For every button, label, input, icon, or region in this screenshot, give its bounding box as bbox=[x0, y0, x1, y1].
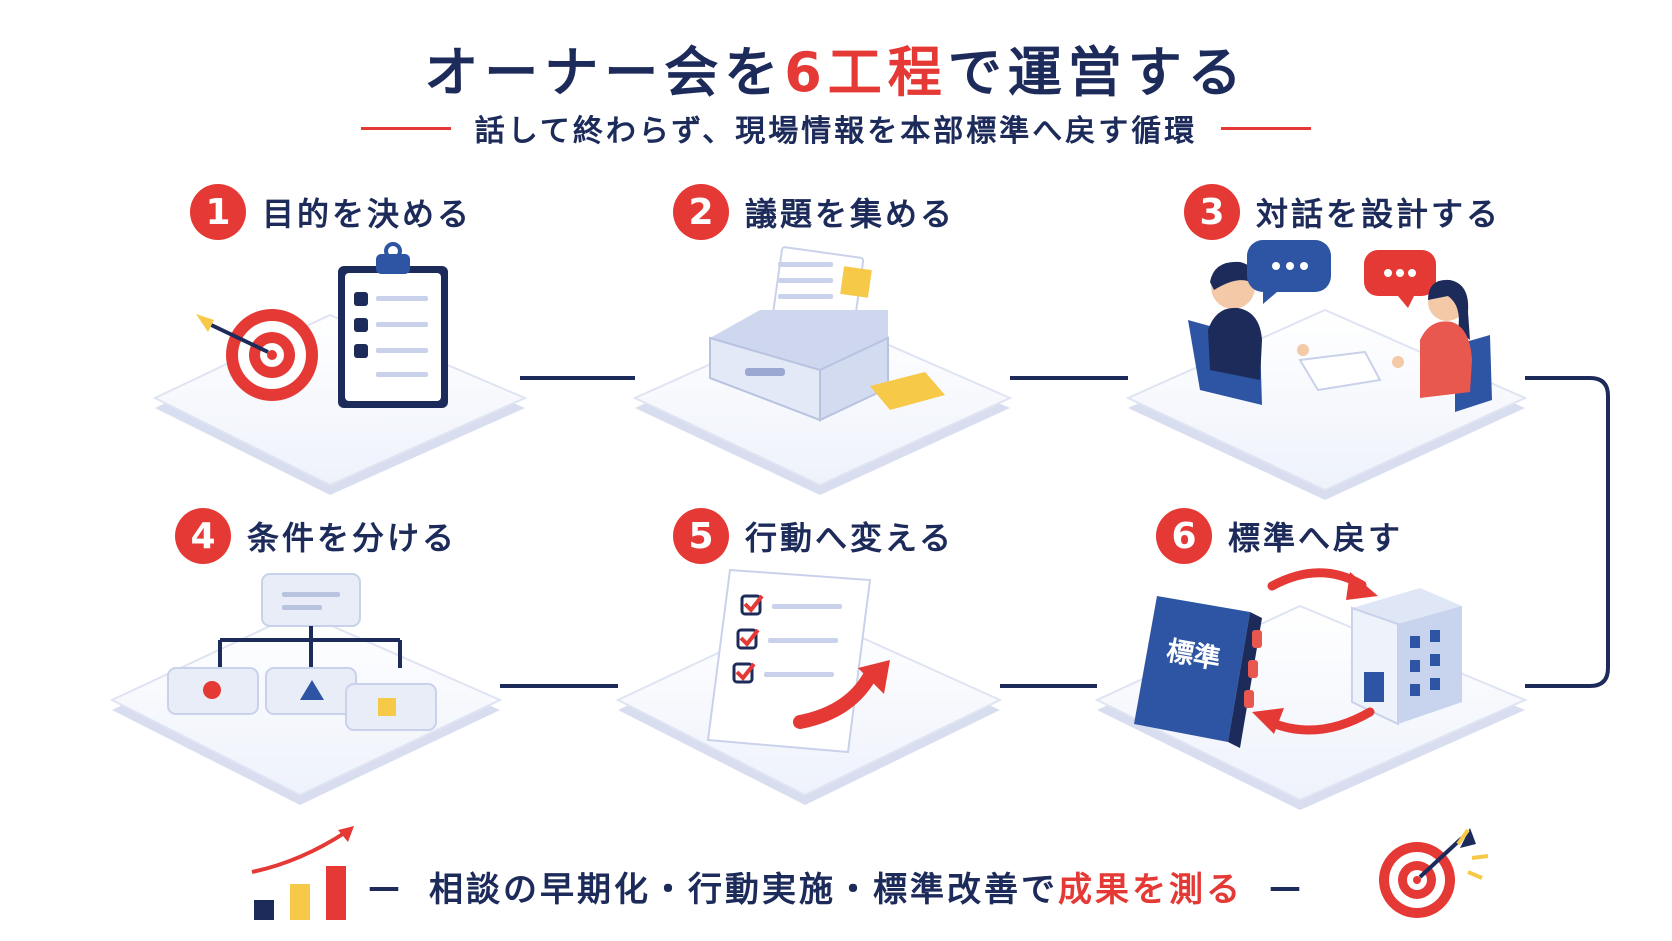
step-1-heading: 1 目的を決める bbox=[190, 184, 472, 240]
subtitle-rule-right bbox=[1221, 126, 1312, 130]
target-icon bbox=[196, 309, 318, 401]
step-1-label: 目的を決める bbox=[262, 195, 473, 233]
footer-target-icon bbox=[1379, 828, 1489, 918]
title-highlight: 6工程 bbox=[784, 41, 948, 104]
step-2-number: 2 bbox=[673, 184, 729, 240]
conversation-icon bbox=[1188, 240, 1492, 412]
footer-text: 相談の早期化・行動実施・標準改善で成果を測る bbox=[429, 870, 1243, 910]
step-3-number: 3 bbox=[1184, 184, 1240, 240]
step-5-label: 行動へ変える bbox=[745, 519, 955, 557]
subtitle-row: 話して終わらず、現場情報を本部標準へ戻す循環 bbox=[0, 106, 1672, 150]
step-3-label: 対話を設計する bbox=[1256, 195, 1502, 233]
footer-summary: — 相談の早期化・行動実施・標準改善で成果を測る — bbox=[0, 862, 1672, 911]
footer-highlight: 成果を測る bbox=[1058, 870, 1243, 910]
step-6-number: 6 bbox=[1156, 508, 1212, 564]
page-title: オーナー会を6工程で運営する bbox=[424, 41, 1248, 104]
step-3-heading: 3 対話を設計する bbox=[1184, 184, 1501, 240]
footer-dash-right: — bbox=[1269, 867, 1304, 906]
step-6-heading: 6 標準へ戻す bbox=[1156, 508, 1403, 564]
step-4-label: 条件を分ける bbox=[247, 519, 458, 557]
clipboard-icon bbox=[338, 242, 448, 408]
file-tray-icon bbox=[709, 246, 945, 422]
step-4-number: 4 bbox=[175, 508, 231, 564]
step-4-heading: 4 条件を分ける bbox=[175, 508, 457, 564]
subtitle: 話して終わらず、現場情報を本部標準へ戻す循環 bbox=[474, 114, 1198, 149]
subtitle-rule-left bbox=[360, 126, 451, 130]
step-5-heading: 5 行動へ変える bbox=[673, 508, 954, 564]
book-building-cycle-icon: 標準 bbox=[1134, 568, 1462, 748]
step-2-label: 議題を集める bbox=[745, 195, 956, 233]
branch-boxes-icon bbox=[167, 573, 437, 731]
step-6-label: 標準へ戻す bbox=[1228, 519, 1404, 557]
connector-lines bbox=[500, 376, 1610, 688]
step-2-heading: 2 議題を集める bbox=[673, 184, 955, 240]
checklist-arrow-icon bbox=[706, 568, 890, 754]
step-5-number: 5 bbox=[673, 508, 729, 564]
step-1-number: 1 bbox=[190, 184, 246, 240]
rising-bars-icon bbox=[251, 826, 354, 920]
footer-dash-left: — bbox=[368, 867, 403, 906]
